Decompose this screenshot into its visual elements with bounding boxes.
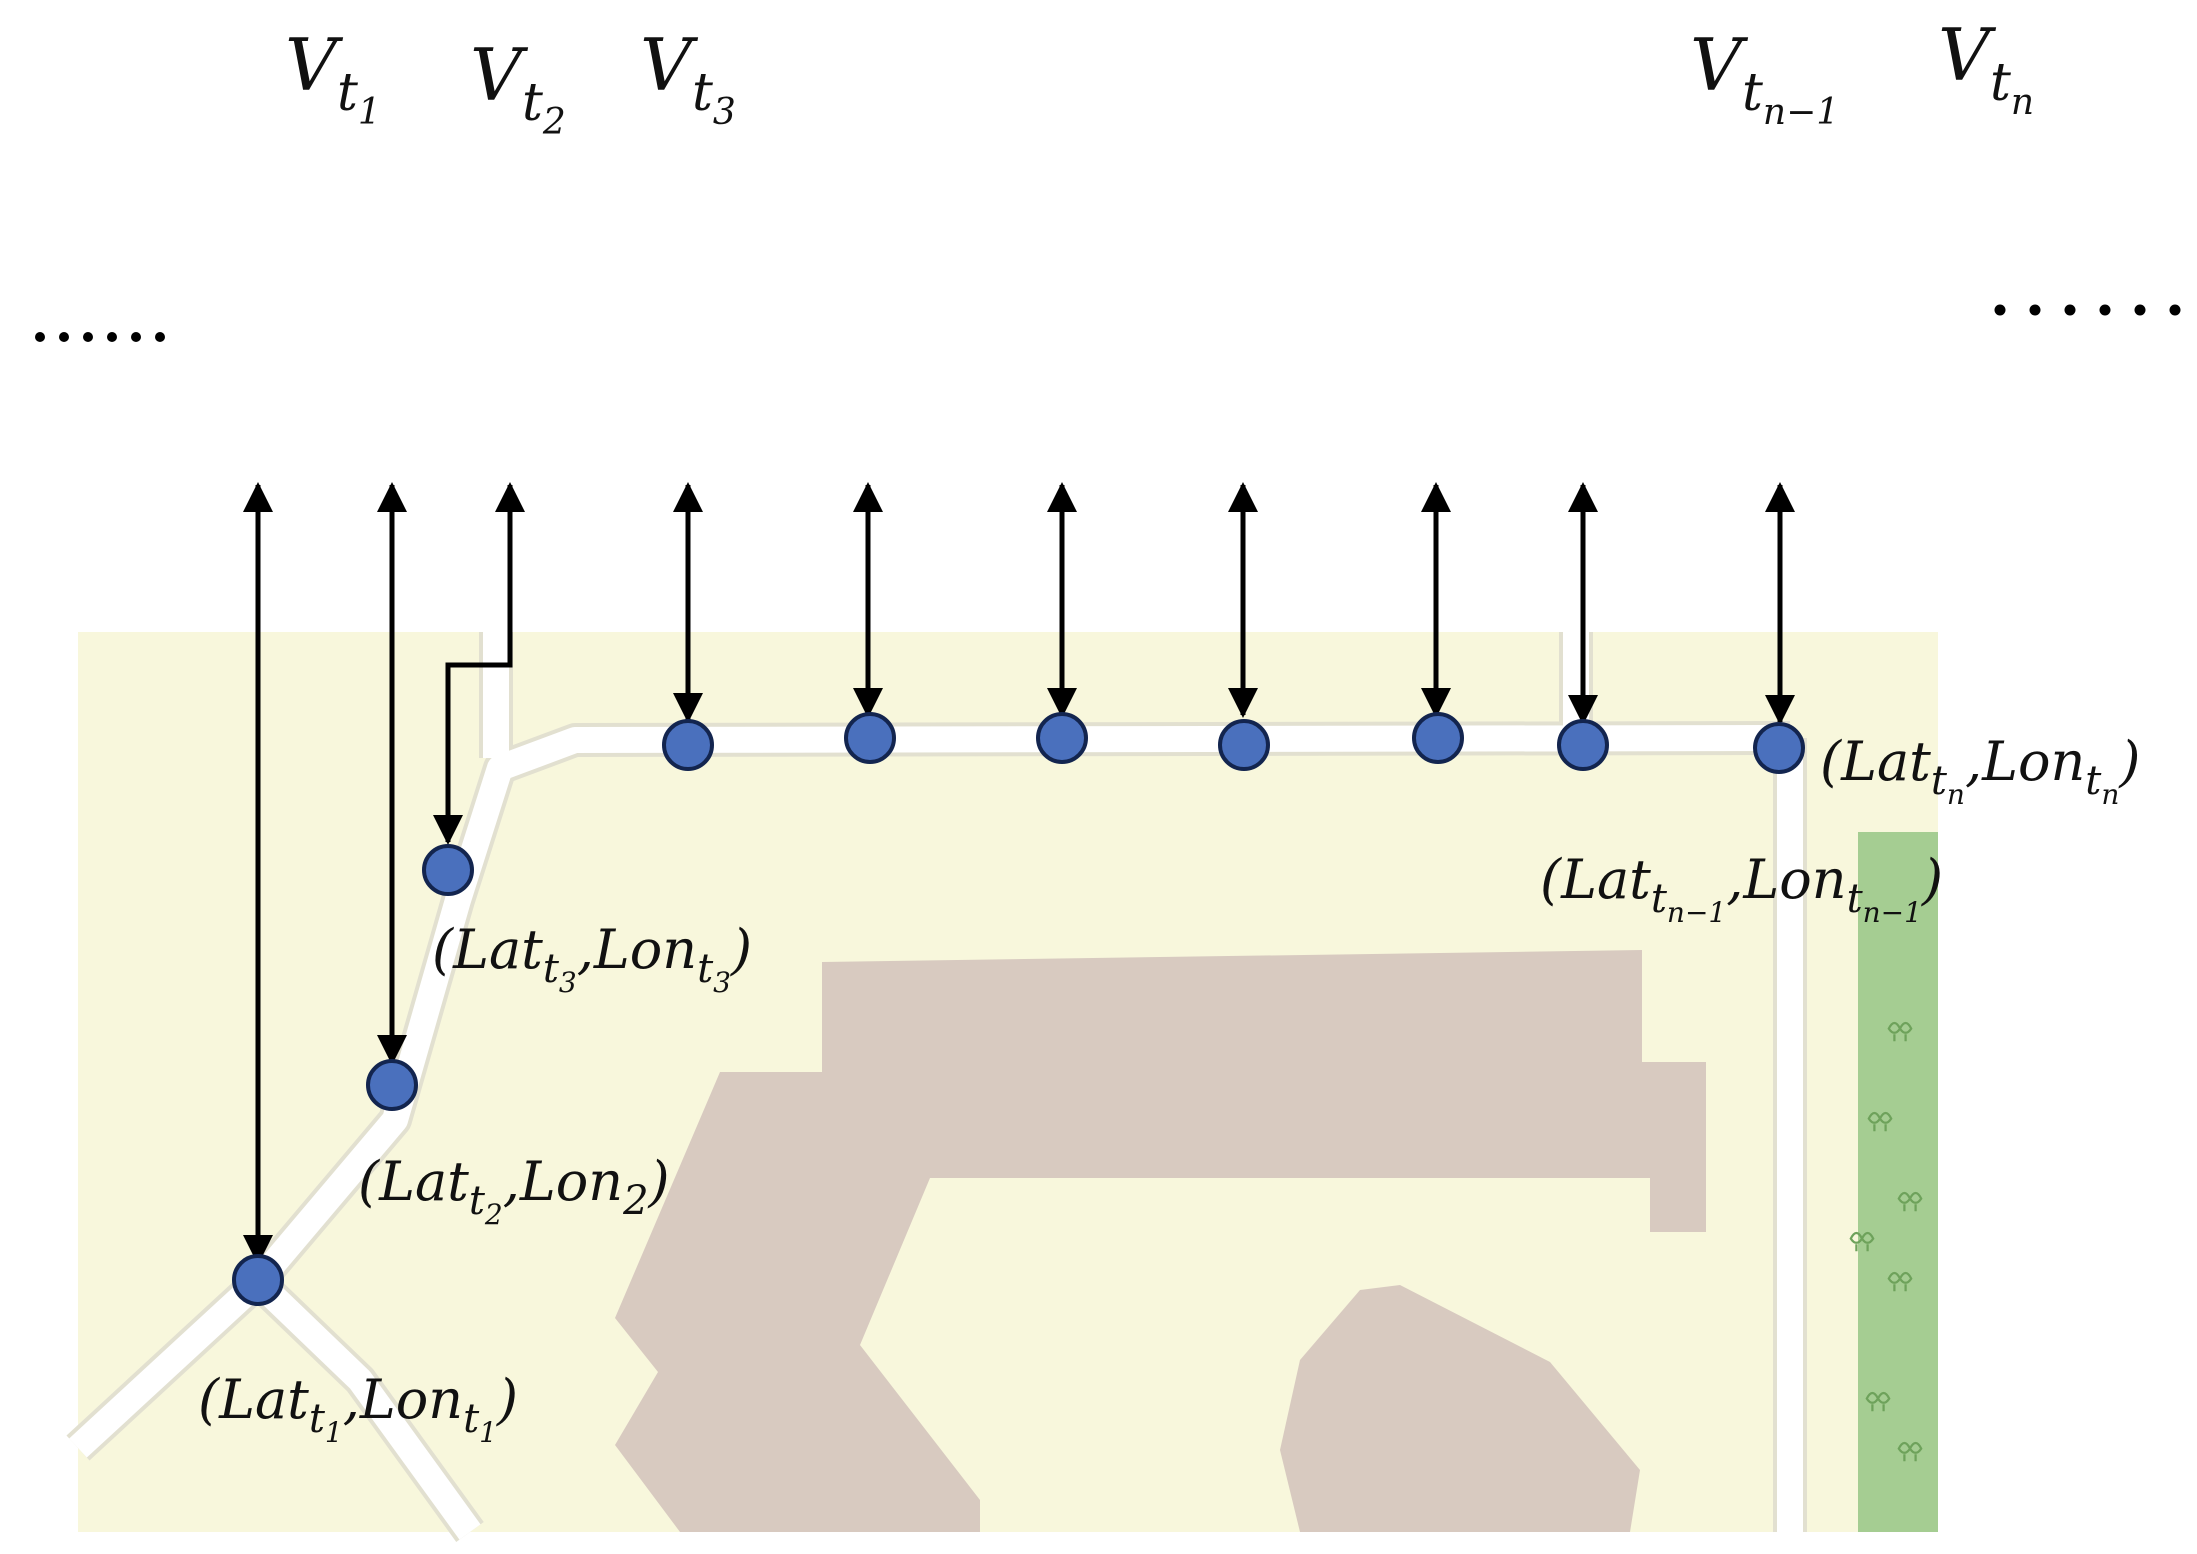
gps-point [662,719,714,771]
video-frame [872,102,1064,474]
street-view-image [1254,95,1444,472]
street-view-image [392,150,580,485]
gps-points [232,712,1805,1306]
frame-label: Vt2 [470,33,566,143]
video-frame [1779,102,1971,487]
correspondence-arrows [243,482,1795,1265]
street-view-image [1062,95,1252,472]
building [615,950,1706,1532]
park-area [1858,832,1938,1532]
video-frame [1253,92,1445,474]
video-frame [507,127,697,474]
coordinate-label: (Lattn−1,Lontn−1) [1540,848,1943,929]
road [248,1272,481,1540]
correspondence-arrow [433,482,525,845]
gps-point [366,1059,418,1111]
video-frame [1441,92,1633,474]
gps-point [1557,719,1609,771]
video-frame [1581,92,1773,474]
coordinate-label: (Lattn,Lontn) [1820,730,2141,811]
frame-label: Vt3 [640,23,736,133]
ellipsis-dots [1994,304,2181,316]
video-frame [689,112,879,487]
frame-label: Vtn [1938,13,2034,123]
street-view-image [1780,105,1970,485]
gps-point [1412,712,1464,764]
coordinate-label: (Latt3,Lont3) [432,918,752,999]
street-view-image [258,160,446,485]
video-frames [257,92,1971,487]
video-frame [391,148,581,487]
coordinate-label: (Latt2,Lon2) [358,1150,670,1231]
street-view-image [1442,95,1632,472]
gps-point [1753,722,1805,774]
gps-point [1218,719,1270,771]
video-frame [1061,92,1253,474]
video-frame [257,158,447,487]
frame-label: Vtn−1 [1690,23,1839,133]
gps-point [422,844,474,896]
coordinate-labels: (Latt1,Lont1) (Latt2,Lon2) (Latt3,Lont3) (L… [198,730,2141,1449]
building [1280,1285,1640,1532]
coordinate-label: (Latt1,Lont1) [198,1368,518,1449]
gps-point [844,712,896,764]
street-view-image [690,115,878,485]
gps-point [1036,712,1088,764]
frame-labels: Vt1 Vt2 Vt3 Vtn−1 Vtn [285,13,2034,143]
ellipsis-markers [35,304,2181,342]
frame-label: Vt1 [285,23,381,133]
ellipsis-dots [35,332,165,342]
gps-point [232,1254,284,1306]
street-view-image [508,130,696,472]
